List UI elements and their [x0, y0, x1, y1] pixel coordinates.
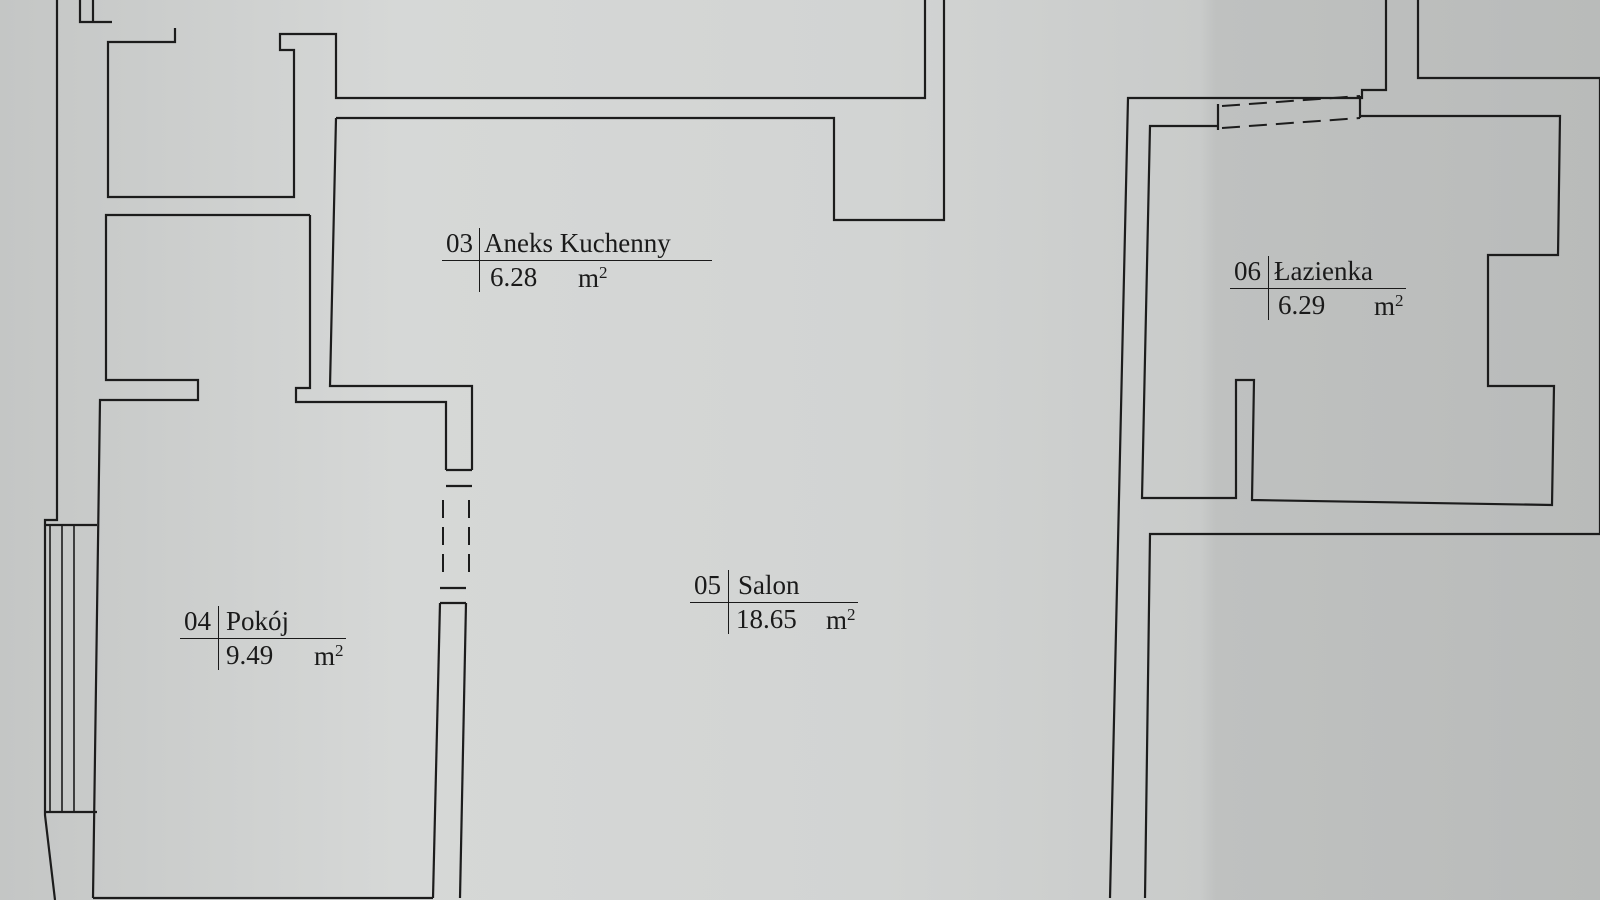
label-underline	[180, 638, 346, 639]
closet-top-left	[106, 0, 927, 199]
top-right-wall	[1416, 0, 1600, 80]
interior-wall-aneks-left	[328, 117, 474, 470]
label-underline	[1230, 288, 1406, 289]
room-area: 18.65	[736, 604, 797, 634]
room-name: Pokój	[226, 606, 290, 636]
room-label-salon: 05 Salon 18.65 m2	[690, 570, 874, 640]
room-name: Aneks Kuchenny	[484, 228, 671, 258]
exterior-wall-left	[43, 0, 112, 900]
room-area: 6.29	[1278, 290, 1326, 320]
room-label-aneks-kuchenny: 03 Aneks Kuchenny 6.28 m2	[442, 228, 716, 298]
label-underline	[442, 260, 712, 261]
room-area: 9.49	[226, 640, 274, 670]
area-unit: m2	[578, 263, 608, 293]
room-number: 06	[1234, 256, 1261, 286]
area-unit: m2	[826, 605, 856, 635]
area-unit: m2	[314, 641, 344, 671]
interior-wall-aneks-outer	[336, 0, 946, 222]
closet-middle-left	[91, 213, 310, 899]
interior-wall-aneks	[294, 215, 448, 470]
room-number: 03	[446, 228, 473, 258]
area-unit: m2	[1374, 291, 1404, 321]
room-label-lazienka: 06 Łazienka 6.29 m2	[1230, 256, 1424, 326]
right-room-wall	[1143, 532, 1600, 899]
room-number: 04	[184, 606, 211, 636]
room-label-pokoj: 04 Pokój 9.49 m2	[180, 606, 364, 676]
room-number: 05	[694, 570, 721, 600]
door-opening-pokoj	[431, 468, 472, 899]
room-name: Salon	[738, 570, 800, 600]
bathroom-inner-wall	[1140, 114, 1562, 507]
room-name: Łazienka	[1274, 256, 1373, 286]
label-underline	[690, 602, 858, 603]
room-area: 6.28	[490, 262, 538, 292]
bathroom-outer-wall	[1108, 0, 1388, 899]
